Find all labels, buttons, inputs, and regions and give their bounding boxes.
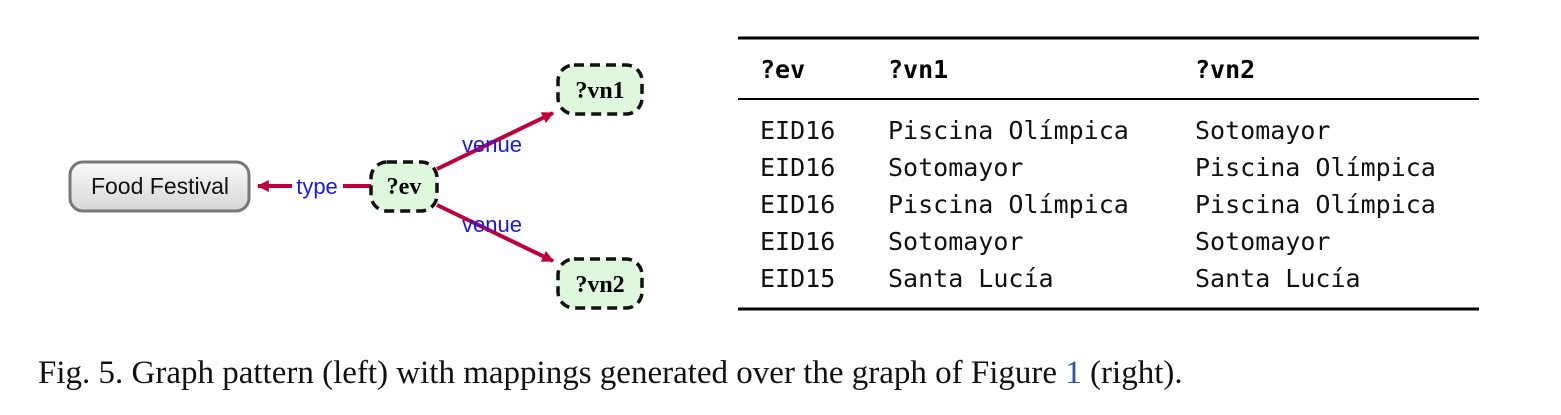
table-cell: EID16 [760,190,835,219]
table-cell: Santa Lucía [888,264,1054,293]
table-cell: EID15 [760,264,835,293]
table-cell: Santa Lucía [1195,264,1361,293]
table-cell: EID16 [760,227,835,256]
node-ev-box [369,160,439,213]
table-cell: Piscina Olímpica [1195,153,1436,182]
node-food-festival-label: Food Festival [91,173,229,199]
caption-text: Fig. 5. Graph pattern (left) with mappin… [38,355,1066,391]
figure-caption: Fig. 5. Graph pattern (left) with mappin… [38,355,1183,392]
table-cell: Sotomayor [888,227,1023,256]
figure-reference-link[interactable]: 1 [1065,355,1082,391]
node-vn2-box [556,257,644,310]
table-cell: Piscina Olímpica [888,116,1129,145]
node-food-festival-box [68,160,251,213]
node-ev: ?ev [369,160,439,213]
table-cell: Piscina Olímpica [1195,190,1436,219]
table-cell: Sotomayor [1195,227,1330,256]
table-cell: EID16 [760,153,835,182]
node-vn1-label: ?vn1 [575,78,624,104]
table-row: EID16 Sotomayor Sotomayor [760,227,1330,256]
table-cell: EID16 [760,116,835,145]
table-row: EID16 Piscina Olímpica Sotomayor [760,116,1330,145]
edge-venue-2: venue [436,203,555,263]
table-row: EID15 Santa Lucía Santa Lucía [760,264,1361,293]
edge-label-venue-2: venue [462,212,522,237]
edge-venue-1: venue [436,111,555,171]
table-cell: Sotomayor [1195,116,1330,145]
mappings-table: ?ev ?vn1 ?vn2 EID16 Piscina Olímpica Sot… [738,36,1479,311]
column-header-vn2: ?vn2 [1195,55,1255,84]
edge-label-venue-1: venue [462,132,522,157]
node-vn1-box [556,63,644,116]
node-vn2: ?vn2 [556,257,644,310]
caption-text-end: (right). [1081,355,1183,391]
table-row: EID16 Piscina Olímpica Piscina Olímpica [760,190,1436,219]
table-cell: Piscina Olímpica [888,190,1129,219]
node-vn1: ?vn1 [556,63,644,116]
column-header-vn1: ?vn1 [888,55,948,84]
table-header-row: ?ev ?vn1 ?vn2 [760,55,1255,84]
column-header-ev: ?ev [760,55,805,84]
node-vn2-label: ?vn2 [575,272,624,298]
node-ev-label: ?ev [387,174,422,200]
edge-venue-2-line [436,203,555,263]
table-row: EID16 Sotomayor Piscina Olímpica [760,153,1436,182]
edge-label-type: type [296,174,338,199]
graph-pattern: type venue venue Food Festival ?ev ?vn1 … [68,63,644,310]
table-cell: Sotomayor [888,153,1023,182]
edge-type: type [256,174,371,199]
edge-venue-1-line [436,111,555,171]
node-food-festival: Food Festival [68,160,251,213]
